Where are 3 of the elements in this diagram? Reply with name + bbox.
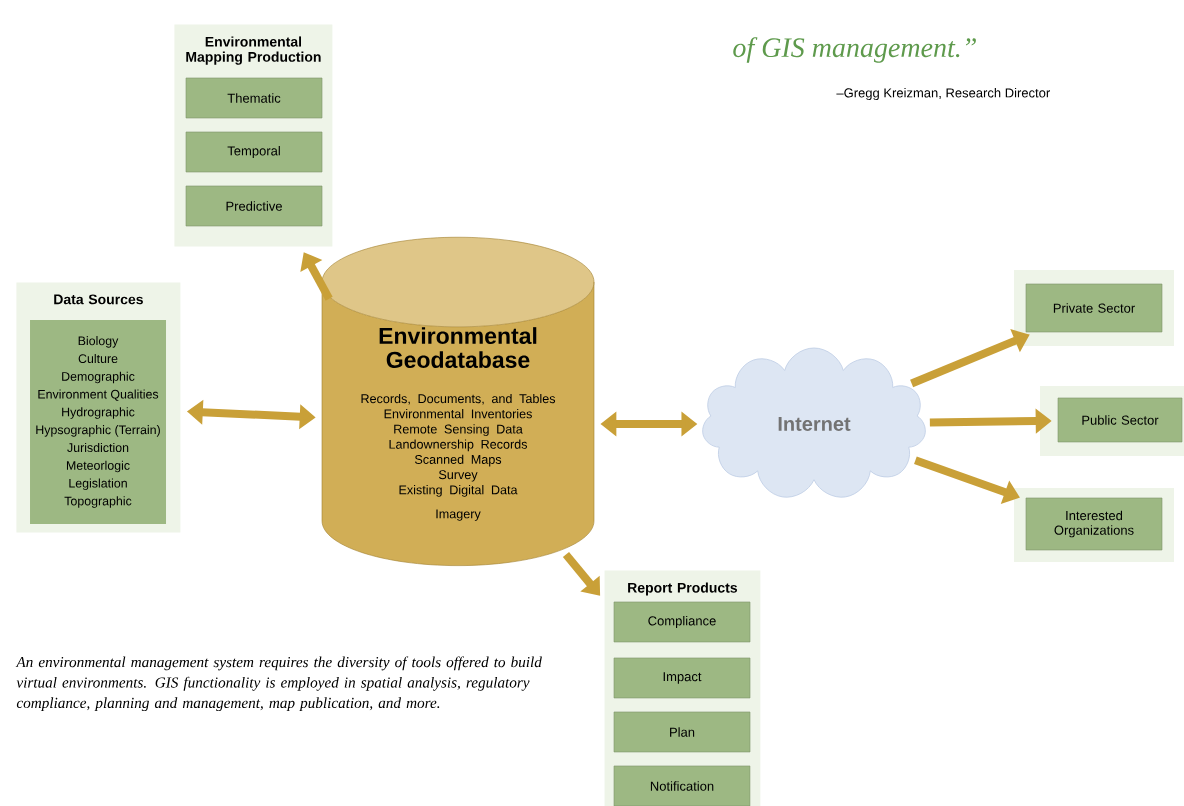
arrow — [562, 552, 601, 596]
cloud: Internet — [702, 347, 926, 498]
quote-text: of GIS management.” — [733, 37, 976, 63]
